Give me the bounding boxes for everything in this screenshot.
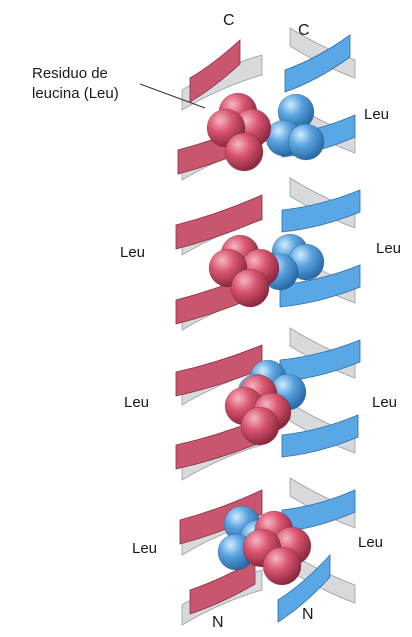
c-terminus-label-right: C xyxy=(298,22,310,40)
leucine-sphere-pink xyxy=(225,133,263,171)
callout-line-1: Residuo de xyxy=(32,64,108,83)
leu-label-right-2: Leu xyxy=(376,240,401,257)
c-terminus-label-left: C xyxy=(223,12,235,30)
pink-helix-front-segment xyxy=(190,560,255,614)
n-terminus-label-right: N xyxy=(302,606,314,624)
leu-label-left-4: Leu xyxy=(132,540,157,557)
leu-label-left-3: Leu xyxy=(124,394,149,411)
leucine-sphere-pink xyxy=(231,269,269,307)
leucine-sphere-pink xyxy=(263,547,301,585)
leucine-sphere-blue xyxy=(288,124,324,160)
n-terminus-label-left: N xyxy=(212,614,224,632)
leu-label-right-4: Leu xyxy=(358,534,383,551)
leucine-sphere-pink xyxy=(241,407,279,445)
leu-label-right-1: Leu xyxy=(364,106,389,123)
callout-line-2: leucina (Leu) xyxy=(32,84,119,103)
leu-label-left-2: Leu xyxy=(120,244,145,261)
leu-label-right-3: Leu xyxy=(372,394,397,411)
